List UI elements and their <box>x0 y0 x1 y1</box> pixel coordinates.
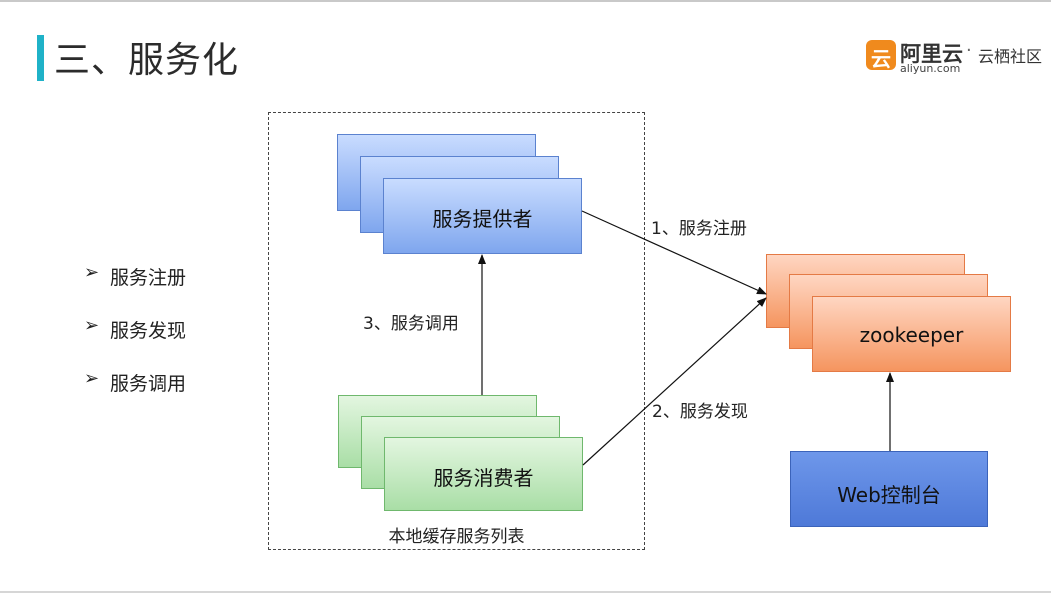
bottom-divider <box>0 591 1051 593</box>
aliyun-cloud-icon: 云 <box>866 40 896 71</box>
arrowhead-bullet-icon: ➢ <box>84 262 100 283</box>
provider-label: 服务提供者 <box>432 207 533 231</box>
local-cache-boundary <box>268 112 645 550</box>
consumer-label: 服务消费者 <box>433 466 534 490</box>
web-console-label: Web控制台 <box>837 483 941 507</box>
register-edge-label: 1、服务注册 <box>651 219 747 239</box>
title-accent-bar <box>37 35 44 81</box>
bullet-label: 服务注册 <box>110 267 187 289</box>
top-divider <box>0 0 1051 2</box>
provider-node: 服务提供者 <box>383 178 582 254</box>
logo-main-text: 阿里云 <box>900 42 963 66</box>
local-cache-caption: 本地缓存服务列表 <box>388 527 525 547</box>
arrowhead-bullet-icon: ➢ <box>84 315 100 336</box>
bullet-label: 服务发现 <box>110 320 187 342</box>
zookeeper-node: zookeeper <box>812 296 1011 372</box>
bullet-label: 服务调用 <box>110 373 187 395</box>
discover-edge-label: 2、服务发现 <box>652 402 748 422</box>
invoke-edge-label: 3、服务调用 <box>363 314 459 334</box>
consumer-node: 服务消费者 <box>384 437 583 511</box>
aliyun-cloud-icon-glyph: 云 <box>871 47 891 71</box>
arrowhead-bullet-icon: ➢ <box>84 368 100 389</box>
logo-sub-text: 云栖社区 <box>978 47 1043 66</box>
discover-arrow <box>582 297 767 466</box>
zookeeper-label: zookeeper <box>859 323 964 347</box>
web-console-node: Web控制台 <box>790 451 988 527</box>
logo-url-text: aliyun.com <box>900 62 961 75</box>
register-arrow <box>581 210 767 295</box>
page-title: 三、服务化 <box>54 40 240 81</box>
logo-separator-dot: · <box>966 40 972 61</box>
